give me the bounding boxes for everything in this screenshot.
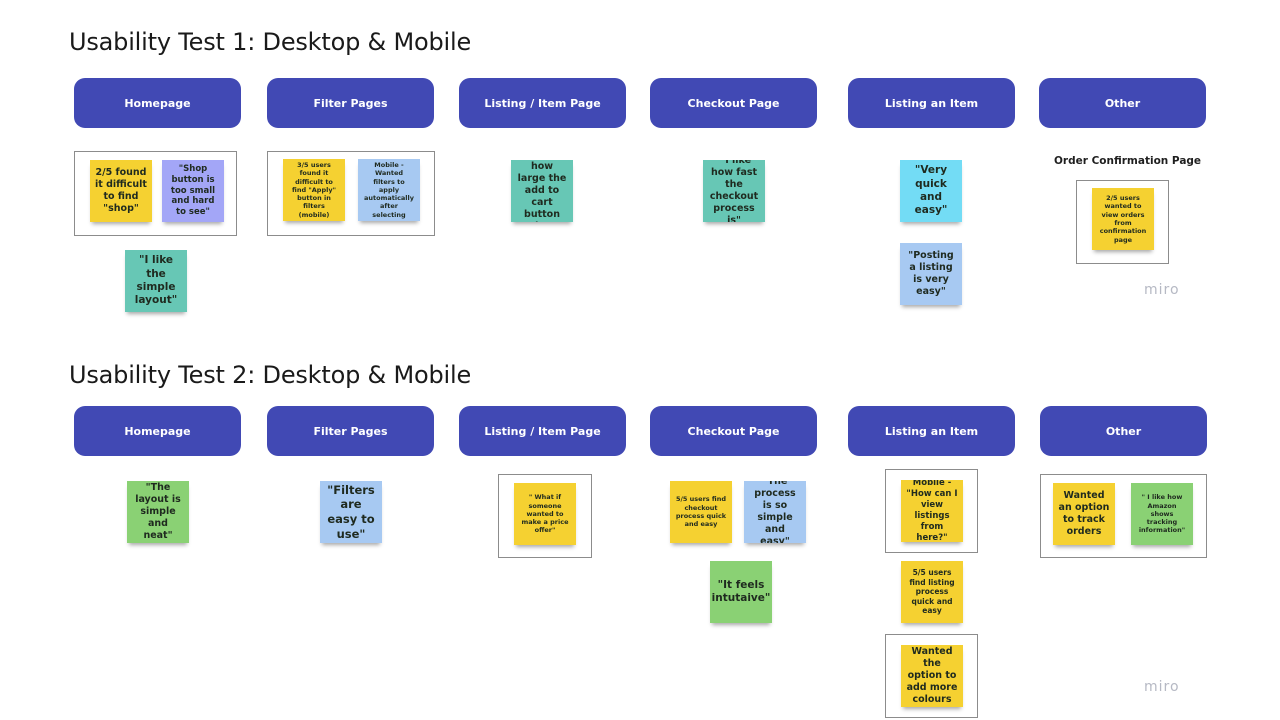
test2-listing-note-1[interactable]: " What if someone wanted to make a price…: [514, 483, 576, 545]
test2-other-note-2[interactable]: " I like how Amazon shows tracking infor…: [1131, 483, 1193, 545]
test1-header-filter-pages[interactable]: Filter Pages: [267, 78, 434, 128]
test1-listing-item-note-1[interactable]: "Very quick and easy": [900, 160, 962, 222]
test2-listing-item-note-1[interactable]: Mobile - "How can I view listings from h…: [901, 480, 963, 542]
test2-header-homepage[interactable]: Homepage: [74, 406, 241, 456]
test2-header-checkout-page[interactable]: Checkout Page: [650, 406, 817, 456]
test2-title: Usability Test 2: Desktop & Mobile: [69, 361, 472, 389]
test1-header-listing-an-item[interactable]: Listing an Item: [848, 78, 1015, 128]
test1-other-section-label: Order Confirmation Page: [1054, 155, 1202, 167]
test1-filter-note-2[interactable]: Mobile - Wanted filters to apply automat…: [358, 159, 420, 221]
test1-listing-note-1[interactable]: " I like how large the add to cart butto…: [511, 160, 573, 222]
test2-header-listing-item-page[interactable]: Listing / Item Page: [459, 406, 626, 456]
test2-listing-item-note-2[interactable]: 5/5 users find listing process quick and…: [901, 561, 963, 623]
test1-header-listing-item-page[interactable]: Listing / Item Page: [459, 78, 626, 128]
test1-header-checkout-page[interactable]: Checkout Page: [650, 78, 817, 128]
test1-filter-note-1[interactable]: 3/5 users found it difficult to find "Ap…: [283, 159, 345, 221]
test2-miro-watermark: miro: [1144, 679, 1180, 695]
test1-header-other[interactable]: Other: [1039, 78, 1206, 128]
test2-filter-note-1[interactable]: "Filters are easy to use": [320, 481, 382, 543]
test2-homepage-note-1[interactable]: "The layout is simple and neat": [127, 481, 189, 543]
test2-header-filter-pages[interactable]: Filter Pages: [267, 406, 434, 456]
test2-header-listing-an-item[interactable]: Listing an Item: [848, 406, 1015, 456]
test1-title: Usability Test 1: Desktop & Mobile: [69, 28, 472, 56]
test2-checkout-note-1[interactable]: 5/5 users find checkout process quick an…: [670, 481, 732, 543]
test1-miro-watermark: miro: [1144, 282, 1180, 298]
test1-checkout-note-1[interactable]: " I like how fast the checkout process i…: [703, 160, 765, 222]
test2-checkout-note-3[interactable]: "It feels intutaive": [710, 561, 772, 623]
test2-listing-item-note-3[interactable]: Wanted the option to add more colours: [901, 645, 963, 707]
test1-homepage-note-2[interactable]: "Shop button is too small and hard to se…: [162, 160, 224, 222]
test2-header-other[interactable]: Other: [1040, 406, 1207, 456]
test1-other-note-1[interactable]: 2/5 users wanted to view orders from con…: [1092, 188, 1154, 250]
test2-other-note-1[interactable]: Wanted an option to track orders: [1053, 483, 1115, 545]
test1-header-homepage[interactable]: Homepage: [74, 78, 241, 128]
test1-homepage-note-3[interactable]: "I like the simple layout": [125, 250, 187, 312]
test1-listing-item-note-2[interactable]: "Posting a listing is very easy": [900, 243, 962, 305]
test2-checkout-note-2[interactable]: "The process is so simple and easy": [744, 481, 806, 543]
test1-homepage-note-1[interactable]: 2/5 found it difficult to find "shop": [90, 160, 152, 222]
